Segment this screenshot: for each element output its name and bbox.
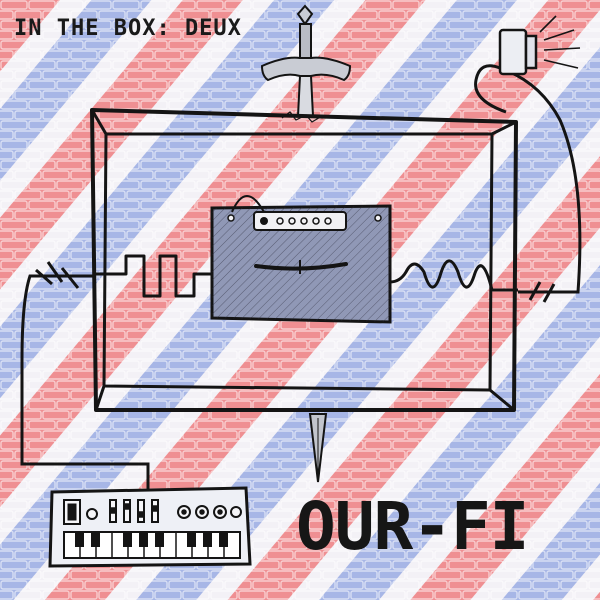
cable-break-icon-left <box>35 261 80 289</box>
sword-icon <box>260 4 352 483</box>
album-title: IN THE BOX: DEUX <box>14 16 242 41</box>
sine-wave-icon <box>389 259 518 292</box>
power-plug-icon <box>498 15 581 76</box>
square-wave-icon <box>96 254 212 298</box>
box-outline <box>90 108 518 412</box>
amplifier-icon <box>210 195 392 324</box>
synthesizer-keyboard-icon <box>48 486 252 568</box>
cable-break-icon <box>528 281 556 303</box>
band-name: OUR-FI <box>296 488 529 565</box>
input-cable <box>20 274 150 492</box>
output-cable <box>474 64 582 294</box>
